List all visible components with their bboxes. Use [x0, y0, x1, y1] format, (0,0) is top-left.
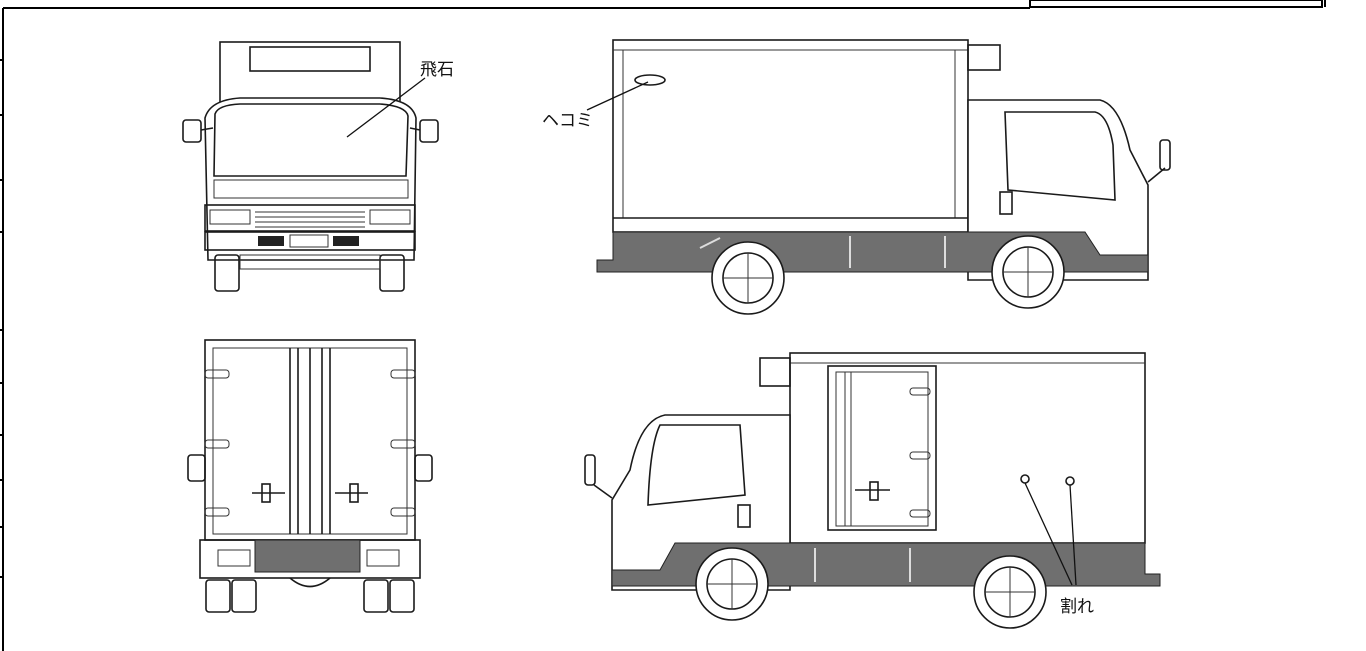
truck-front-view — [182, 41, 439, 292]
flying-stone-label: 飛石 — [420, 60, 454, 80]
annotation-dent: ヘコミ — [542, 81, 649, 131]
dent-label: ヘコミ — [542, 111, 593, 131]
crack-mark-1 — [1020, 474, 1030, 484]
truck-rear-view — [187, 339, 433, 613]
crack-label: 割れ — [1060, 597, 1094, 617]
annotation-crack: 割れ — [1024, 482, 1094, 617]
truck-right-side-view — [584, 352, 1161, 629]
sheet-frame — [0, 0, 1326, 651]
crack-mark-2 — [1065, 476, 1075, 486]
truck-left-side-view — [596, 39, 1171, 315]
dent-mark — [634, 74, 666, 86]
annotation-flying-stone: 飛石 — [346, 60, 454, 138]
